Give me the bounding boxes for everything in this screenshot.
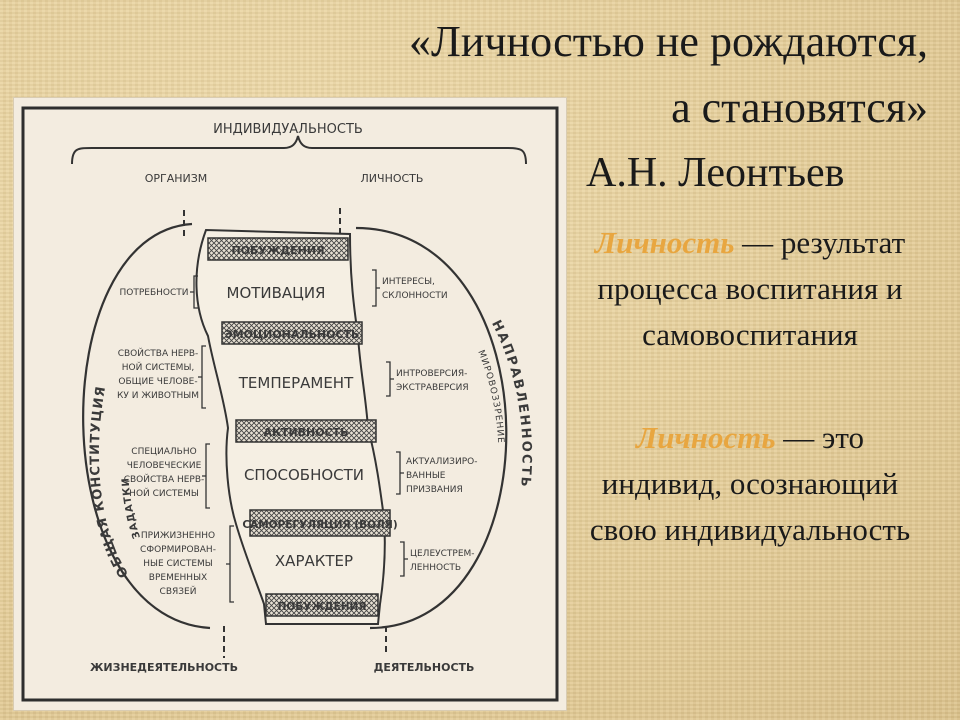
left-bracket-4 <box>226 525 234 603</box>
right-note-1-line-1: ИНТЕРЕСЫ, <box>382 277 435 287</box>
hatched-band-2 <box>221 321 363 345</box>
left-arc-sublabel: ЗАДАТКИ <box>120 477 143 540</box>
left-note-2-line-4: КУ И ЖИВОТНЫМ <box>117 391 199 401</box>
left-arc-sublabel-text: ЗАДАТКИ <box>120 477 142 540</box>
right-bracket-3 <box>396 451 404 495</box>
hatched-band-4 <box>249 509 391 537</box>
right-note-3-line-3: ПРИЗВАНИЯ <box>406 485 463 495</box>
definition-2-term: Личность <box>636 420 776 455</box>
left-note-4-line-5: СВЯЗЕЙ <box>160 585 197 597</box>
left-note-2-line-1: СВОЙСТВА НЕРВ- <box>118 347 199 359</box>
quote-author: А.Н. Леонтьев <box>586 150 845 196</box>
left-note-2: СВОЙСТВА НЕРВ- НОЙ СИСТЕМЫ, ОБЩИЕ ЧЕЛОВЕ… <box>117 347 199 401</box>
quote-line-2: а становятся» <box>671 83 928 132</box>
central-label-character: ХАРАКТЕР <box>275 552 353 570</box>
left-note-4-line-3: НЫЕ СИСТЕМЫ <box>143 559 213 569</box>
left-bracket-2 <box>198 345 206 409</box>
right-note-3: АКТУАЛИЗИРО- ВАННЫЕ ПРИЗВАНИЯ <box>406 457 477 495</box>
right-arc-sublabel: МИРОВОЗЗРЕНИЕ <box>475 349 505 444</box>
diagram-svg: ИНДИВИДУАЛЬНОСТЬ ОРГАНИЗМ ЛИЧНОСТЬ ПОБУЖ… <box>21 106 559 702</box>
right-note-2: ИНТРОВЕРСИЯ- ЭКСТРАВЕРСИЯ <box>396 369 469 393</box>
personality-circle-arc <box>355 226 508 630</box>
right-note-4-line-2: ЛЕННОСТЬ <box>410 563 461 573</box>
left-note-1: ПОТРЕБНОСТИ <box>119 288 188 298</box>
hatched-band-3 <box>235 419 377 443</box>
left-bracket-1 <box>190 275 198 309</box>
diagram-frame <box>21 106 559 702</box>
right-note-4-line-1: ЦЕЛЕУСТРЕМ- <box>410 549 475 559</box>
left-note-3-line-3: СВОЙСТВА НЕРВ- <box>124 473 205 485</box>
individuality-diagram: ИНДИВИДУАЛЬНОСТЬ ОРГАНИЗМ ЛИЧНОСТЬ ПОБУЖ… <box>14 98 566 710</box>
left-bracket-3 <box>202 443 210 509</box>
central-label-motivation: МОТИВАЦИЯ <box>227 284 326 302</box>
left-note-2-line-3: ОБЩИЕ ЧЕЛОВЕ- <box>118 377 197 387</box>
top-brace <box>71 135 527 165</box>
right-note-4: ЦЕЛЕУСТРЕМ- ЛЕННОСТЬ <box>410 549 475 573</box>
right-note-1: ИНТЕРЕСЫ, СКЛОННОСТИ <box>382 277 448 301</box>
definition-2: Личность — это индивид, осознающий свою … <box>580 415 920 553</box>
left-note-3-line-2: ЧЕЛОВЕЧЕСКИЕ <box>127 461 202 471</box>
quote-line-1: «Личностью не рождаются, <box>409 17 928 66</box>
definition-2-text: — это индивид, осознающий свою индивидуа… <box>589 420 911 547</box>
definition-1: Личность — результат процесса воспитания… <box>580 220 920 358</box>
right-note-3-line-2: ВАННЫЕ <box>406 471 446 481</box>
hatched-label-3: АКТИВНОСТЬ <box>263 426 348 439</box>
left-note-4-line-2: СФОРМИРОВАН- <box>140 545 216 555</box>
individuality-label: ИНДИВИДУАЛЬНОСТЬ <box>213 122 363 137</box>
hatched-band-1 <box>207 237 349 261</box>
left-note-2-line-2: НОЙ СИСТЕМЫ, <box>122 361 195 373</box>
right-note-2-line-1: ИНТРОВЕРСИЯ- <box>396 369 467 379</box>
organism-circle-arc <box>82 222 211 630</box>
hatched-label-5: ПОБУЖДЕНИЯ <box>278 601 367 613</box>
definition-1-term: Личность <box>594 225 735 260</box>
right-arc-sublabel-text: МИРОВОЗЗРЕНИЕ <box>475 349 504 444</box>
right-note-2-line-2: ЭКСТРАВЕРСИЯ <box>396 383 469 393</box>
hatched-label-4: САМОРЕГУЛЯЦИЯ (ВОЛЯ) <box>242 519 397 531</box>
left-note-4-line-1: ПРИЖИЗНЕННО <box>141 531 215 541</box>
right-bracket-1 <box>372 269 380 307</box>
central-label-temperament: ТЕМПЕРАМЕНТ <box>238 374 354 392</box>
hatched-label-2: ЭМОЦИОНАЛЬНОСТЬ <box>225 328 360 341</box>
right-note-1-line-2: СКЛОННОСТИ <box>382 291 448 301</box>
left-note-3: СПЕЦИАЛЬНО ЧЕЛОВЕЧЕСКИЕ СВОЙСТВА НЕРВ- Н… <box>124 447 205 499</box>
left-note-4-line-4: ВРЕМЕННЫХ <box>149 573 207 583</box>
definition-1-text: — результат процесса воспитания и самово… <box>597 225 906 352</box>
left-note-3-line-4: НОЙ СИСТЕМЫ <box>129 487 199 499</box>
activity-label: ДЕЯТЕЛЬНОСТЬ <box>374 661 475 674</box>
hatched-label-1: ПОБУЖДЕНИЯ <box>231 244 324 257</box>
right-bracket-2 <box>386 361 394 397</box>
right-note-3-line-1: АКТУАЛИЗИРО- <box>406 457 477 467</box>
left-note-4: ПРИЖИЗНЕННО СФОРМИРОВАН- НЫЕ СИСТЕМЫ ВРЕ… <box>140 531 216 597</box>
vital-activity-label: ЖИЗНЕДЕЯТЕЛЬНОСТЬ <box>90 661 238 674</box>
left-note-3-line-1: СПЕЦИАЛЬНО <box>131 447 196 457</box>
organism-label: ОРГАНИЗМ <box>145 172 208 185</box>
hatched-band-5 <box>265 593 379 617</box>
left-note-1-line-1: ПОТРЕБНОСТИ <box>119 288 188 298</box>
personality-label: ЛИЧНОСТЬ <box>361 172 424 185</box>
central-label-abilities: СПОСОБНОСТИ <box>244 466 364 484</box>
right-bracket-4 <box>400 541 408 577</box>
